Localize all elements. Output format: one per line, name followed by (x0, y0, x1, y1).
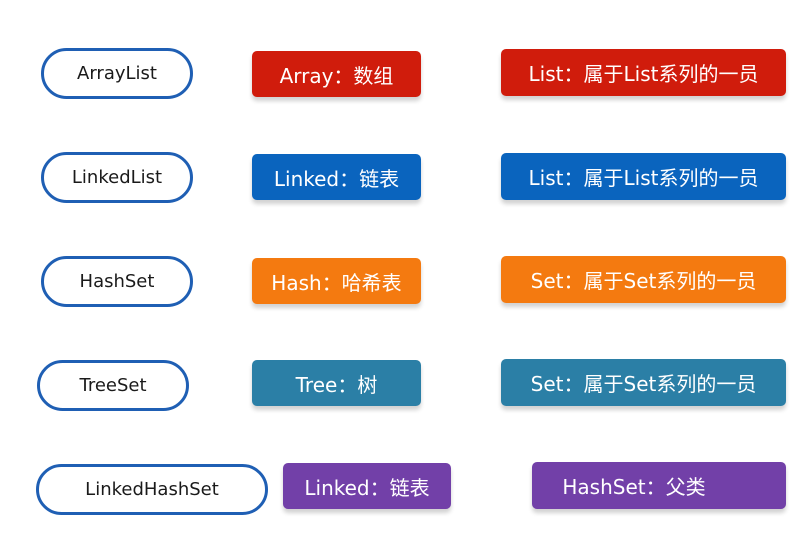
family-label: List：属于List系列的一员 (528, 166, 759, 190)
family-tag-hashset: HashSet：父类 (532, 462, 786, 509)
family-label: Set：属于Set系列的一员 (530, 269, 757, 293)
class-name: LinkedList (71, 167, 163, 188)
structure-tag-linked: Linked：链表 (283, 463, 451, 509)
class-name: TreeSet (79, 375, 147, 396)
class-name: ArrayList (77, 63, 157, 84)
structure-tag-tree: Tree：树 (252, 360, 421, 406)
family-label: Set：属于Set系列的一员 (530, 372, 757, 396)
structure-label: Hash：哈希表 (271, 270, 402, 295)
class-pill-hashset: HashSet (41, 256, 193, 307)
structure-label: Tree：树 (295, 372, 378, 397)
structure-tag-array: Array：数组 (252, 51, 421, 97)
family-tag-set: Set：属于Set系列的一员 (501, 359, 786, 406)
family-tag-list: List：属于List系列的一员 (501, 153, 786, 200)
family-label: HashSet：父类 (562, 475, 706, 499)
class-pill-linkedhashset: LinkedHashSet (36, 464, 268, 515)
family-tag-list: List：属于List系列的一员 (501, 49, 786, 96)
class-pill-linkedlist: LinkedList (41, 152, 193, 203)
class-pill-arraylist: ArrayList (41, 48, 193, 99)
class-name: LinkedHashSet (85, 479, 219, 500)
family-tag-set: Set：属于Set系列的一员 (501, 256, 786, 303)
class-pill-treeset: TreeSet (37, 360, 189, 411)
structure-tag-hash: Hash：哈希表 (252, 258, 421, 304)
family-label: List：属于List系列的一员 (528, 62, 759, 86)
structure-label: Linked：链表 (304, 475, 430, 500)
structure-tag-linked: Linked：链表 (252, 154, 421, 200)
structure-label: Array：数组 (279, 63, 394, 88)
class-name: HashSet (79, 271, 155, 292)
structure-label: Linked：链表 (273, 166, 400, 191)
